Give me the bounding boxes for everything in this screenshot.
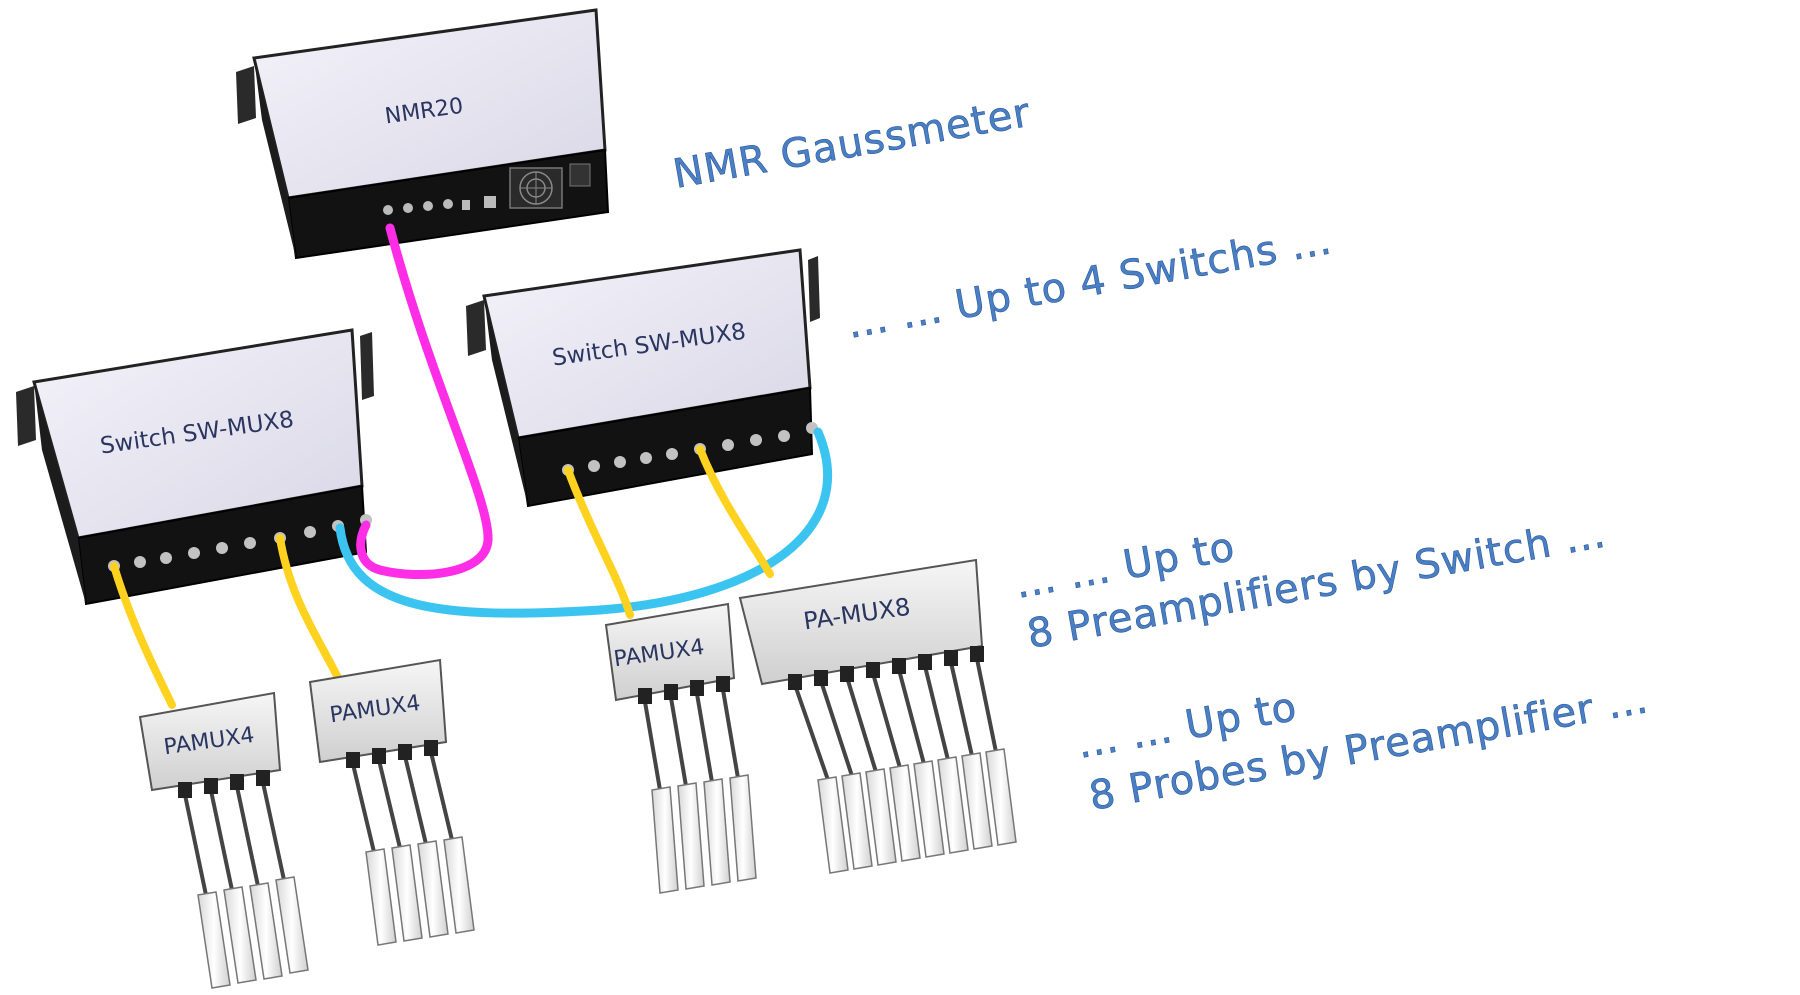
switch-2-front-face [516, 386, 814, 508]
switch-unit-2: Switch SW-MUX8 [466, 248, 820, 508]
preamp-cable-2 [276, 534, 344, 686]
preamp-3-probes [638, 676, 757, 894]
switch-1-rack-ear [16, 386, 36, 446]
gaussmeter-side [254, 58, 296, 258]
preamp-cable-1 [110, 562, 176, 709]
preamp-2-probes [346, 740, 475, 946]
switch-2-rack-ear [466, 300, 486, 356]
preamp-4-probes [788, 646, 1017, 874]
gaussmeter-connectors [383, 196, 496, 215]
switch-1-rack-ear-right [360, 332, 374, 400]
gaussmeter-to-switch-cable [356, 223, 493, 579]
switch-1-side [34, 382, 86, 604]
preamp-2-box [308, 658, 448, 764]
gaussmeter-fan-icon [509, 167, 563, 209]
preamp-unit-4: PA-MUX8 [738, 558, 1017, 874]
switch-2-rack-ear-right [808, 256, 820, 322]
switch-link-cable [335, 427, 833, 618]
captions: NMR Gaussmeter ... ... Up to 4 Switchs .… [669, 89, 1652, 820]
gaussmeter-power-inlet [569, 163, 591, 187]
preamp-unit-2: PAMUX4 [308, 658, 475, 946]
cables [110, 223, 833, 709]
preamp-unit-1: PAMUX4 [138, 691, 309, 989]
preamp-cable-3 [564, 466, 634, 619]
preamp-unit-3: PAMUX4 [604, 602, 757, 894]
preamp-1-probes [178, 770, 309, 989]
caption-gaussmeter: NMR Gaussmeter [670, 90, 1034, 198]
preamp-1-box [138, 691, 282, 792]
preamp-3-box [604, 602, 736, 702]
gaussmeter-unit: NMR20 [236, 8, 610, 260]
switch-2-side [484, 296, 528, 506]
preamp-cable-4 [696, 445, 774, 578]
gaussmeter-rack-ear-left [236, 66, 256, 124]
caption-switches: ... ... Up to 4 Switchs ... [844, 217, 1336, 348]
switch-1-connectors [108, 514, 372, 572]
switch-unit-1: Switch SW-MUX8 [16, 328, 374, 606]
